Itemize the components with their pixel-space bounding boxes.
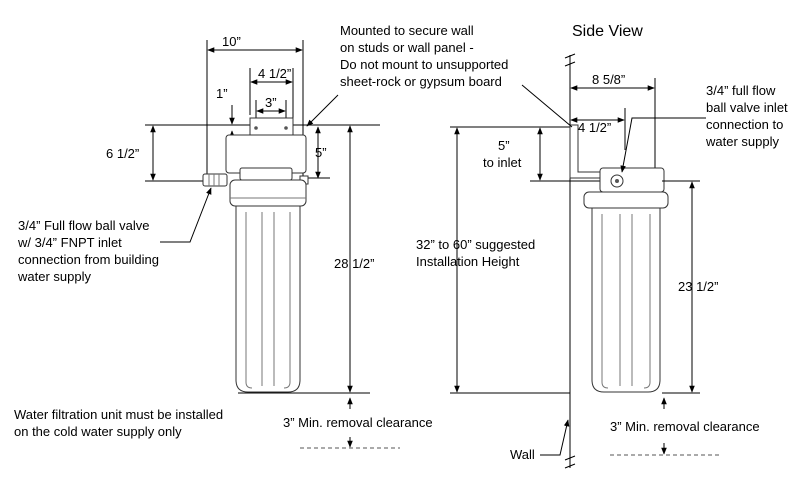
filter-head	[225, 134, 307, 174]
label-total-height: 28 1/2”	[334, 256, 374, 271]
valve-note-line: water supply	[705, 134, 779, 149]
label-side-inlet-line: to inlet	[483, 155, 522, 170]
mount-note-line: on studs or wall panel -	[340, 40, 474, 55]
label-side-height: 23 1/2”	[678, 279, 718, 294]
inlet-note-line: w/ 3/4” FNPT inlet	[17, 235, 122, 250]
label-side-bracket: 4 1/2”	[578, 120, 611, 135]
label-side-inlet-line: 5”	[498, 138, 510, 153]
valve-leader	[620, 117, 706, 173]
filter-housing	[235, 205, 301, 393]
side-view: Side View	[416, 23, 791, 469]
mount-leader	[306, 94, 339, 127]
bracket-hole-left	[254, 126, 258, 130]
mount-note-line: sheet-rock or gypsum board	[340, 74, 502, 89]
valve-note: 3/4” full flow ball valve inlet connecti…	[705, 83, 791, 149]
mount-note-line: Do not mount to unsupported	[340, 57, 508, 72]
label-side-inlet: 5” to inlet	[483, 138, 522, 170]
label-front-bracket: 4 1/2”	[258, 66, 291, 81]
side-filter-head	[599, 167, 665, 193]
label-side-depth: 8 5/8”	[592, 72, 625, 87]
valve-note-line: 3/4” full flow	[706, 83, 776, 98]
cold-water-note-line: on the cold water supply only	[14, 424, 182, 439]
mount-note: Mounted to secure wall on studs or wall …	[340, 23, 512, 89]
label-inlet-drop: 5”	[315, 145, 327, 160]
inlet-valve	[202, 173, 228, 187]
cold-water-note: Water filtration unit must be installed …	[14, 407, 227, 439]
inlet-note: 3/4” Full flow ball valve w/ 3/4” FNPT i…	[17, 218, 163, 284]
inlet-note-line: connection from building	[18, 252, 159, 267]
label-install-height-line: Installation Height	[416, 254, 520, 269]
bracket-hole-right	[284, 126, 288, 130]
label-side-clearance: 3” Min. removal clearance	[610, 419, 760, 434]
inlet-note-line: water supply	[17, 269, 91, 284]
label-install-height-line: 32” to 60” suggested	[416, 237, 535, 252]
inlet-note-line: 3/4” Full flow ball valve	[18, 218, 150, 233]
valve-note-line: ball valve inlet	[706, 100, 788, 115]
label-front-width: 10”	[222, 34, 241, 49]
front-view: 10” 4 1/2” 3” 1” 6 1/2” 5” 28 1/2” 3/4” …	[14, 34, 433, 449]
label-front-clearance: 3” Min. removal clearance	[283, 415, 433, 430]
side-housing-cap	[583, 191, 669, 209]
mount-note-line: Mounted to secure wall	[340, 23, 474, 38]
valve-note-line: connection to	[706, 117, 783, 132]
side-filter-housing	[591, 207, 661, 393]
label-install-height: 32” to 60” suggested Installation Height	[416, 237, 539, 269]
mount-leader-side	[521, 84, 573, 128]
side-view-title: Side View	[572, 23, 643, 40]
label-wall: Wall	[510, 447, 535, 462]
head-collar	[239, 167, 293, 181]
housing-cap	[229, 179, 307, 207]
inlet-leader	[160, 187, 212, 243]
cold-water-note-line: Water filtration unit must be installed	[14, 407, 223, 422]
wall-leader	[540, 419, 570, 456]
wall-break-bottom	[564, 455, 576, 469]
wall-break-top	[564, 53, 576, 67]
label-inlet-height: 6 1/2”	[106, 146, 139, 161]
label-holes: 3”	[265, 95, 277, 110]
label-hole-offset: 1”	[216, 86, 228, 101]
